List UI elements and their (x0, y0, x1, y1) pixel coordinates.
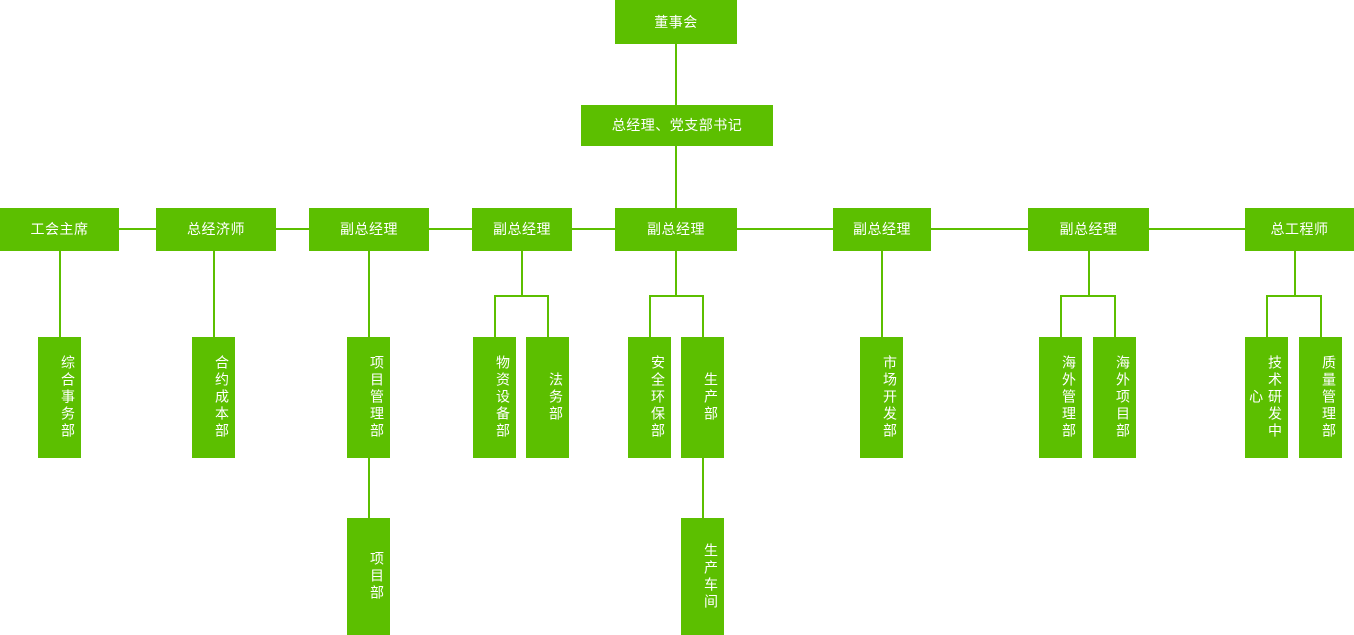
node-quality-management[interactable]: 质量管理部 (1299, 337, 1342, 458)
node-deputy-gm-1[interactable]: 副总经理 (309, 208, 429, 251)
node-production[interactable]: 生产部 (681, 337, 724, 458)
connector-gm-to-level2-trunk (675, 146, 677, 208)
node-union-chair-label: 工会主席 (30, 221, 89, 238)
connector-deputy5-right-leg (1114, 295, 1116, 337)
node-chief-economist-label: 总经济师 (187, 221, 245, 238)
connector-deputy3-right-leg (702, 295, 704, 337)
node-deputy-gm-1-label: 副总经理 (340, 221, 398, 238)
node-board[interactable]: 董事会 (615, 0, 737, 44)
connector-deputy5-bar (1060, 295, 1116, 297)
connector-deputy5-left-leg (1060, 295, 1062, 337)
node-project-department[interactable]: 项目部 (347, 518, 390, 635)
node-production-workshop-label: 生产车间 (703, 542, 719, 611)
connector-chief-engineer-drop (1294, 251, 1296, 296)
node-production-workshop[interactable]: 生产车间 (681, 518, 724, 635)
node-general-affairs[interactable]: 综合事务部 (38, 337, 81, 458)
node-deputy-gm-5[interactable]: 副总经理 (1028, 208, 1149, 251)
node-safety-environment-label: 安全环保部 (650, 355, 666, 440)
node-overseas-project[interactable]: 海外项目部 (1093, 337, 1136, 458)
node-overseas-management[interactable]: 海外管理部 (1039, 337, 1082, 458)
node-chief-engineer-label: 总工程师 (1270, 221, 1329, 238)
node-general-manager[interactable]: 总经理、党支部书记 (581, 105, 773, 146)
node-chief-economist[interactable]: 总经济师 (156, 208, 276, 251)
node-overseas-management-label: 海外管理部 (1061, 355, 1077, 440)
node-contract-cost-label: 合约成本部 (214, 355, 230, 440)
connector-chief-economist-drop (213, 251, 215, 337)
connector-production-to-workshop (702, 458, 704, 518)
node-production-label: 生产部 (703, 372, 719, 423)
node-materials-equipment[interactable]: 物资设备部 (473, 337, 516, 458)
node-deputy-gm-3[interactable]: 副总经理 (615, 208, 737, 251)
node-general-affairs-label: 综合事务部 (60, 355, 76, 440)
connector-deputy2-drop (521, 251, 523, 296)
connector-deputy5-drop (1088, 251, 1090, 296)
node-general-manager-label: 总经理、党支部书记 (611, 117, 743, 134)
node-board-label: 董事会 (654, 13, 698, 30)
connector-spine-5 (737, 228, 833, 230)
node-deputy-gm-3-label: 副总经理 (647, 221, 705, 238)
connector-deputy3-bar (649, 295, 704, 297)
connector-projmgmt-to-projdept (368, 458, 370, 518)
node-quality-management-label: 质量管理部 (1321, 355, 1337, 440)
connector-spine-1 (119, 228, 156, 230)
node-project-management[interactable]: 项目管理部 (347, 337, 390, 458)
connector-spine-6 (931, 228, 1028, 230)
node-materials-equipment-label: 物资设备部 (495, 355, 511, 440)
node-safety-environment[interactable]: 安全环保部 (628, 337, 671, 458)
node-tech-rnd-center-label: 技术研发中心 (1248, 355, 1283, 440)
connector-union-chair-drop (59, 251, 61, 337)
node-union-chair[interactable]: 工会主席 (0, 208, 119, 251)
node-deputy-gm-4-label: 副总经理 (853, 221, 911, 238)
node-legal-affairs[interactable]: 法务部 (526, 337, 569, 458)
connector-deputy2-left-leg (494, 295, 496, 337)
connector-chief-engineer-left-leg (1266, 295, 1268, 337)
node-deputy-gm-4[interactable]: 副总经理 (833, 208, 931, 251)
node-chief-engineer[interactable]: 总工程师 (1245, 208, 1354, 251)
connector-spine-3 (429, 228, 472, 230)
node-overseas-project-label: 海外项目部 (1115, 355, 1131, 440)
connector-deputy4-drop (881, 251, 883, 337)
node-deputy-gm-2[interactable]: 副总经理 (472, 208, 572, 251)
node-contract-cost[interactable]: 合约成本部 (192, 337, 235, 458)
node-market-development-label: 市场开发部 (882, 355, 898, 440)
node-deputy-gm-2-label: 副总经理 (493, 221, 551, 238)
connector-spine-7 (1149, 228, 1245, 230)
connector-chief-engineer-bar (1266, 295, 1322, 297)
node-project-department-label: 项目部 (369, 551, 385, 602)
connector-spine-4 (572, 228, 615, 230)
node-tech-rnd-center[interactable]: 技术研发中心 (1245, 337, 1288, 458)
node-legal-affairs-label: 法务部 (548, 372, 564, 423)
connector-deputy3-left-leg (649, 295, 651, 337)
connector-chief-engineer-right-leg (1320, 295, 1322, 337)
connector-deputy3-drop (675, 251, 677, 296)
connector-deputy2-bar (494, 295, 549, 297)
connector-deputy2-right-leg (547, 295, 549, 337)
node-deputy-gm-5-label: 副总经理 (1059, 221, 1118, 238)
node-market-development[interactable]: 市场开发部 (860, 337, 903, 458)
connector-board-to-gm (675, 44, 677, 105)
node-project-management-label: 项目管理部 (369, 355, 385, 440)
connector-spine-2 (276, 228, 309, 230)
connector-deputy1-drop (368, 251, 370, 337)
